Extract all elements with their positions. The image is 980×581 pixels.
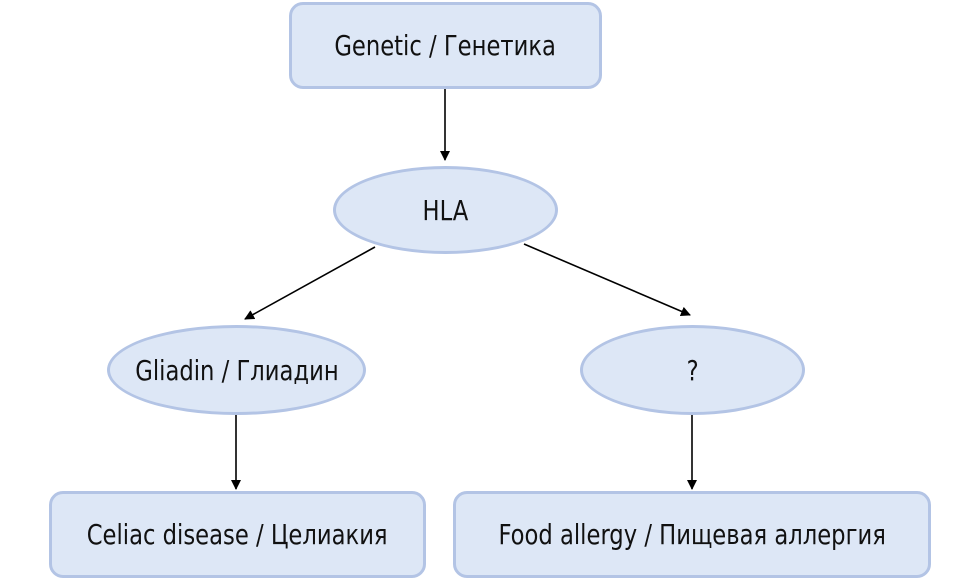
food-allergy-node: Food allergy / Пищевая аллергия (453, 491, 931, 578)
unknown-label: ? (686, 353, 699, 387)
gliadin-node: Gliadin / Глиадин (107, 325, 366, 415)
arrow-hla-to-gliadin (244, 246, 376, 320)
hla-label: HLA (422, 193, 469, 227)
hla-node: HLA (333, 166, 558, 254)
arrow-hla-to-unknown (523, 243, 691, 317)
gliadin-label: Gliadin / Глиадин (134, 353, 339, 387)
food-allergy-label: Food allergy / Пищевая аллергия (498, 518, 886, 551)
celiac-disease-label: Celiac disease / Целиакия (87, 518, 388, 551)
unknown-node: ? (580, 325, 805, 415)
genetic-label: Genetic / Генетика (334, 29, 557, 62)
celiac-disease-node: Celiac disease / Целиакия (49, 491, 426, 578)
genetic-node: Genetic / Генетика (289, 2, 602, 89)
